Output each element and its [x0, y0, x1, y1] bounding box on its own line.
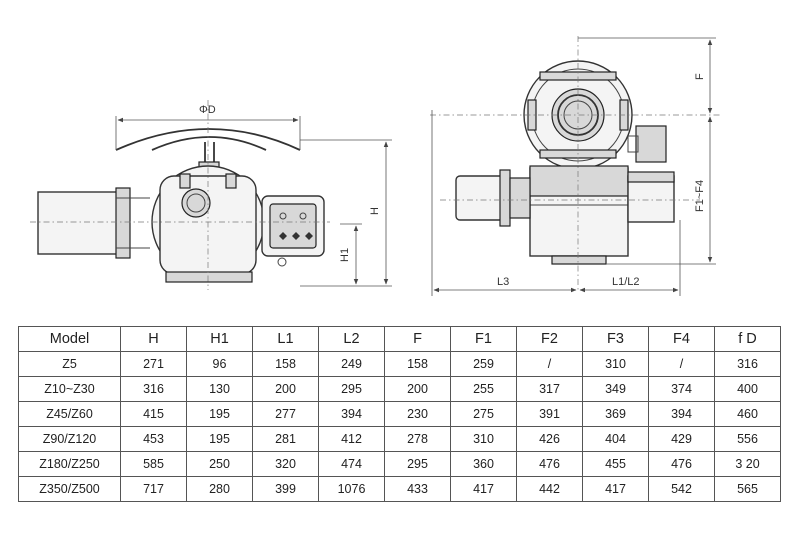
- header-l1: L1: [252, 326, 319, 352]
- value-cell: 412: [318, 426, 385, 452]
- value-cell: /: [516, 351, 583, 377]
- value-cell: 195: [186, 401, 253, 427]
- f1-f4-label: F1~F4: [694, 180, 706, 212]
- value-cell: 277: [252, 401, 319, 427]
- dimension-drawings: ΦD H H1: [30, 36, 720, 296]
- header-f4: F4: [648, 326, 715, 352]
- value-cell: 474: [318, 451, 385, 477]
- header-fd: f D: [714, 326, 781, 352]
- value-cell: 369: [582, 401, 649, 427]
- value-cell: 310: [450, 426, 517, 452]
- value-cell: 259: [450, 351, 517, 377]
- header-f1: F1: [450, 326, 517, 352]
- header-f3: F3: [582, 326, 649, 352]
- header-f: F: [384, 326, 451, 352]
- value-cell: 271: [120, 351, 187, 377]
- model-cell: Z10~Z30: [18, 376, 121, 402]
- header-h: H: [120, 326, 187, 352]
- value-cell: 426: [516, 426, 583, 452]
- value-cell: 200: [384, 376, 451, 402]
- value-cell: 230: [384, 401, 451, 427]
- value-cell: 130: [186, 376, 253, 402]
- header-l2: L2: [318, 326, 385, 352]
- value-cell: 585: [120, 451, 187, 477]
- value-cell: 429: [648, 426, 715, 452]
- h-label: H: [369, 207, 381, 215]
- value-cell: 316: [714, 351, 781, 377]
- value-cell: 400: [714, 376, 781, 402]
- value-cell: 394: [318, 401, 385, 427]
- h1-label: H1: [339, 248, 351, 262]
- value-cell: 399: [252, 476, 319, 502]
- header-h1: H1: [186, 326, 253, 352]
- header-f2: F2: [516, 326, 583, 352]
- value-cell: 417: [582, 476, 649, 502]
- value-cell: 476: [516, 451, 583, 477]
- value-cell: 255: [450, 376, 517, 402]
- value-cell: 360: [450, 451, 517, 477]
- value-cell: 556: [714, 426, 781, 452]
- value-cell: 404: [582, 426, 649, 452]
- value-cell: 717: [120, 476, 187, 502]
- value-cell: 295: [318, 376, 385, 402]
- value-cell: 320: [252, 451, 319, 477]
- f-label: F: [694, 73, 706, 80]
- value-cell: 280: [186, 476, 253, 502]
- value-cell: /: [648, 351, 715, 377]
- value-cell: 433: [384, 476, 451, 502]
- value-cell: 278: [384, 426, 451, 452]
- value-cell: 453: [120, 426, 187, 452]
- value-cell: 455: [582, 451, 649, 477]
- model-cell: Z180/Z250: [18, 451, 121, 477]
- value-cell: 415: [120, 401, 187, 427]
- value-cell: 349: [582, 376, 649, 402]
- table-header-row: Model H H1 L1 L2 F F1 F2 F3 F4 f D: [18, 326, 781, 352]
- value-cell: 442: [516, 476, 583, 502]
- value-cell: 317: [516, 376, 583, 402]
- value-cell: 391: [516, 401, 583, 427]
- value-cell: 565: [714, 476, 781, 502]
- side-view-drawing: F F1~F4 L3 L1/L2: [430, 36, 720, 296]
- value-cell: 158: [252, 351, 319, 377]
- l3-label: L3: [497, 276, 509, 288]
- value-cell: 374: [648, 376, 715, 402]
- value-cell: 310: [582, 351, 649, 377]
- l1-l2-label: L1/L2: [612, 276, 640, 288]
- model-cell: Z350/Z500: [18, 476, 121, 502]
- value-cell: 3 20: [714, 451, 781, 477]
- value-cell: 200: [252, 376, 319, 402]
- value-cell: 249: [318, 351, 385, 377]
- phi-d-label: ΦD: [199, 104, 216, 116]
- value-cell: 295: [384, 451, 451, 477]
- model-cell: Z90/Z120: [18, 426, 121, 452]
- value-cell: 417: [450, 476, 517, 502]
- value-cell: 195: [186, 426, 253, 452]
- value-cell: 158: [384, 351, 451, 377]
- front-view-drawing: ΦD H H1: [30, 100, 392, 290]
- value-cell: 281: [252, 426, 319, 452]
- model-cell: Z45/Z60: [18, 401, 121, 427]
- value-cell: 250: [186, 451, 253, 477]
- value-cell: 394: [648, 401, 715, 427]
- value-cell: 476: [648, 451, 715, 477]
- header-model: Model: [18, 326, 121, 352]
- value-cell: 316: [120, 376, 187, 402]
- value-cell: 275: [450, 401, 517, 427]
- value-cell: 542: [648, 476, 715, 502]
- model-cell: Z5: [18, 351, 121, 377]
- value-cell: 96: [186, 351, 253, 377]
- value-cell: 1076: [318, 476, 385, 502]
- value-cell: 460: [714, 401, 781, 427]
